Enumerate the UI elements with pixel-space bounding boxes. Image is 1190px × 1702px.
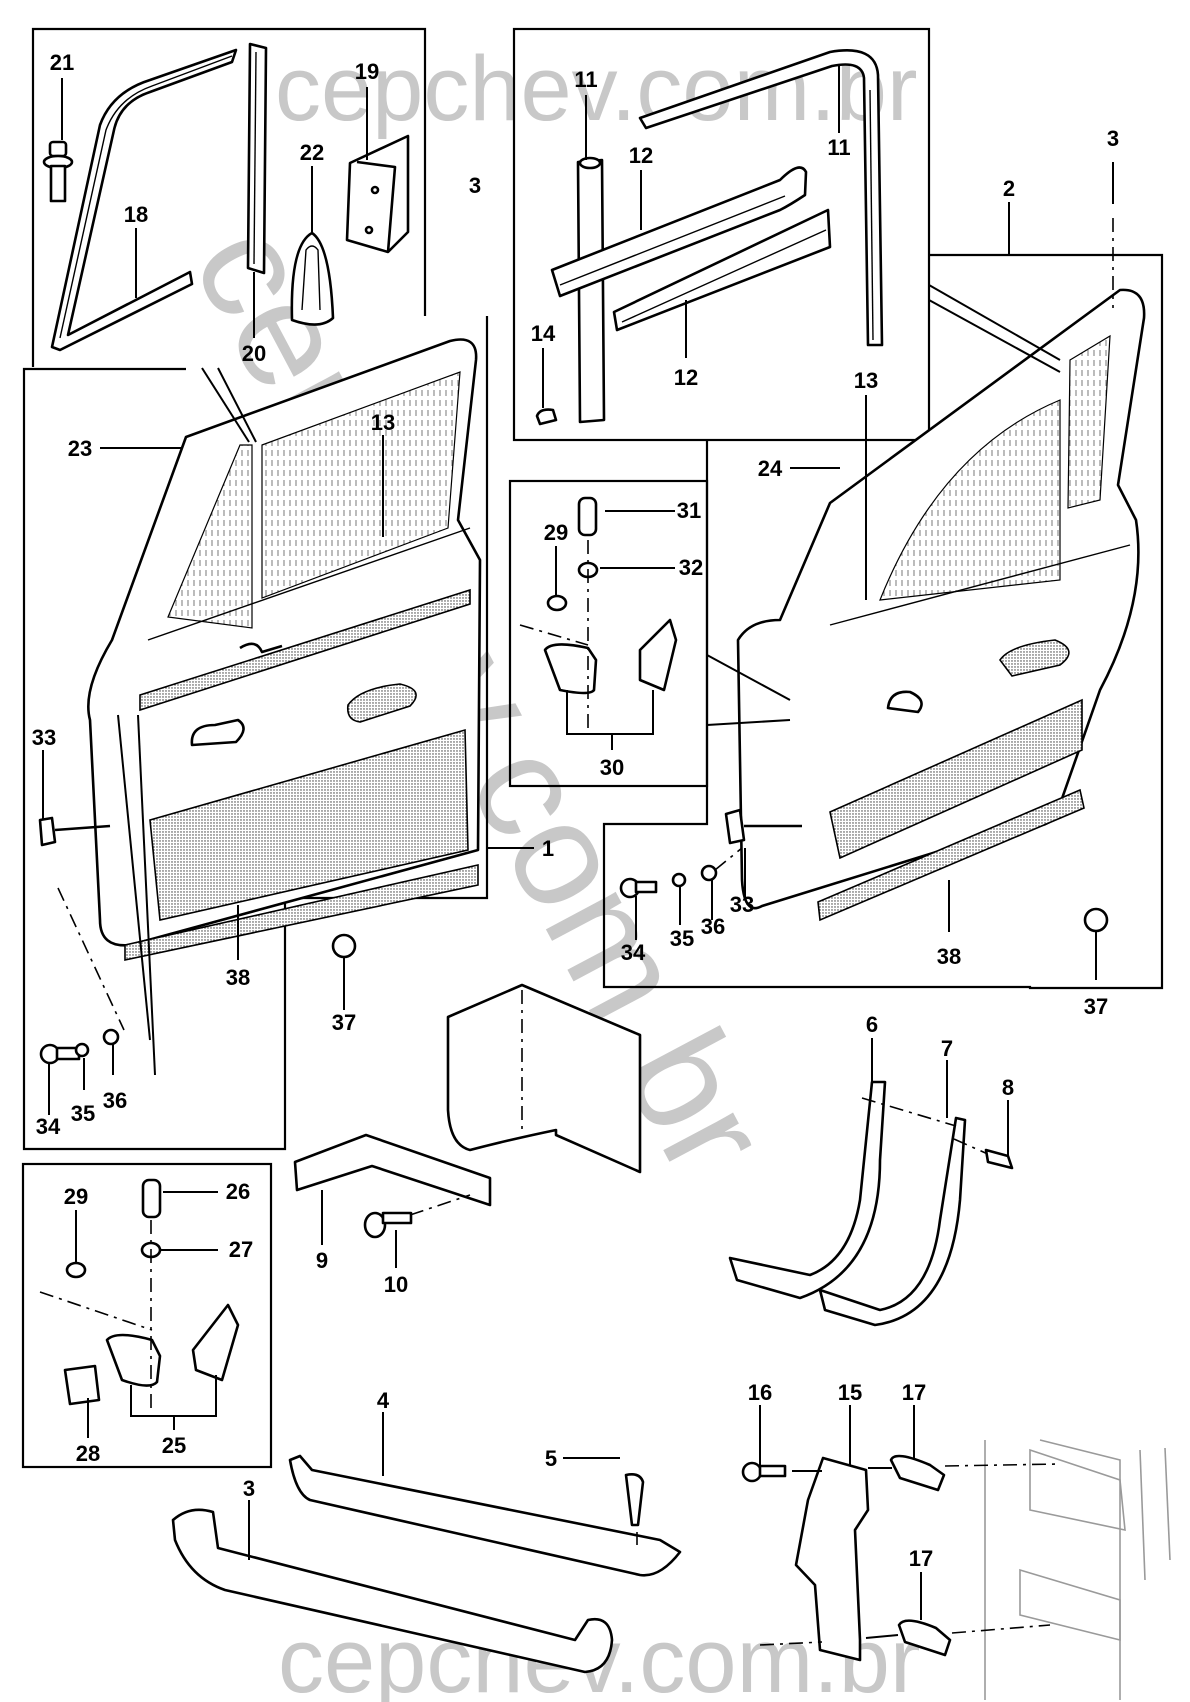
callout-16: 16 [748, 1380, 772, 1405]
callout-11-left: 11 [574, 67, 597, 92]
part-22-guide [290, 231, 335, 326]
part-11-run-channel [576, 49, 884, 424]
callout-8: 8 [1002, 1075, 1014, 1100]
callout-38-right: 38 [937, 944, 961, 969]
callout-labels: 1 2 3 3 3 4 5 6 7 8 9 10 11 11 12 12 13 … [32, 50, 1119, 1571]
callout-24: 24 [758, 456, 783, 481]
callout-3-left: 3 [469, 173, 481, 198]
callout-33-right: 33 [730, 892, 754, 917]
callout-5: 5 [545, 1446, 557, 1471]
callout-14: 14 [531, 321, 556, 346]
callout-12-lower: 12 [674, 365, 698, 390]
callout-37-right: 37 [1084, 994, 1108, 1019]
sill-plates [171, 1412, 682, 1674]
box-right-door [602, 253, 1164, 990]
callout-17-lower: 17 [909, 1546, 933, 1571]
callout-35-right: 35 [670, 926, 694, 951]
callout-1: 1 [542, 836, 554, 861]
callout-37-left: 37 [332, 1010, 356, 1035]
leaders-top-left [61, 78, 368, 338]
part-19-bracket [345, 134, 410, 254]
box-window-parts [31, 27, 427, 367]
group-boxes [21, 27, 1164, 1469]
callout-33-left: 33 [32, 725, 56, 750]
callout-29-lower: 29 [64, 1184, 88, 1209]
callout-10: 10 [384, 1272, 408, 1297]
callout-20: 20 [242, 341, 266, 366]
callout-18: 18 [124, 202, 148, 227]
callout-32: 32 [679, 555, 703, 580]
body-pillar [1039, 1439, 1121, 1700]
upper-hinge-parts [519, 496, 678, 750]
callout-35-left: 35 [71, 1101, 95, 1126]
part-24-right-door [736, 288, 1146, 922]
callout-38-left: 38 [226, 965, 250, 990]
part-37-nut-left [331, 933, 357, 959]
fender-strips [728, 1038, 1014, 1327]
callout-13-left: 13 [371, 410, 395, 435]
callout-34-left: 34 [36, 1114, 61, 1139]
callout-2: 2 [1003, 176, 1015, 201]
callout-27: 27 [229, 1237, 253, 1262]
lower-hinge-parts [39, 1178, 240, 1438]
left-door-hardware [38, 816, 125, 1115]
part-14-clip [535, 408, 558, 426]
callout-31: 31 [677, 498, 701, 523]
part-17-shim-lower [897, 1619, 952, 1657]
callout-25: 25 [162, 1433, 186, 1458]
callout-22: 22 [300, 140, 324, 165]
right-door-hardware [619, 808, 802, 940]
part-3-weatherstrip [171, 1508, 614, 1674]
callout-21: 21 [50, 50, 74, 75]
part-panel [446, 983, 642, 1174]
part-15-striker-plate [794, 1456, 870, 1662]
callout-23: 23 [68, 436, 92, 461]
callout-34-right: 34 [621, 940, 646, 965]
callout-6: 6 [866, 1012, 878, 1037]
callout-7: 7 [941, 1036, 953, 1061]
part-16-screw [741, 1461, 763, 1483]
part-37-nut-right [1083, 907, 1109, 933]
callout-11-right: 11 [827, 135, 850, 160]
leaders-top-center [542, 65, 840, 408]
part-9-bracket [293, 1133, 492, 1207]
callout-19: 19 [355, 59, 379, 84]
part-5-screw [624, 1473, 645, 1527]
callout-9: 9 [316, 1248, 328, 1273]
watermark-top: cepchev.com.br [275, 38, 918, 140]
part-20-glass-run [246, 42, 268, 275]
callout-30: 30 [600, 755, 624, 780]
callout-28: 28 [76, 1441, 100, 1466]
callout-15: 15 [838, 1380, 862, 1405]
callout-36-right: 36 [701, 914, 725, 939]
striker-assembly [741, 1405, 1171, 1700]
callout-29-upper: 29 [544, 520, 568, 545]
box-hinge-lower [21, 1162, 273, 1469]
callout-26: 26 [226, 1179, 250, 1204]
part-21-bolt [42, 140, 74, 203]
callout-17-upper: 17 [902, 1380, 926, 1405]
callout-13-right: 13 [854, 368, 878, 393]
box-run-channel-parts [512, 27, 931, 442]
box-left-door [22, 316, 489, 1151]
part-10-screw [363, 1211, 387, 1239]
callout-3-right: 3 [1107, 126, 1119, 151]
callout-3-bottom: 3 [243, 1476, 255, 1501]
part-23-left-door [87, 338, 482, 961]
middle-parts [293, 907, 1109, 1268]
callout-4: 4 [377, 1388, 390, 1413]
part-18-window-channel [50, 48, 238, 352]
leaders-right-door [706, 162, 1114, 932]
callout-12-upper: 12 [629, 143, 653, 168]
part-17-shim-upper [889, 1454, 946, 1492]
leaders-left-door [42, 367, 534, 1076]
callout-36-left: 36 [103, 1088, 127, 1113]
part-12-channels [550, 166, 832, 332]
box-hinge-upper [508, 479, 709, 788]
part-4-sill-plate [288, 1454, 682, 1577]
